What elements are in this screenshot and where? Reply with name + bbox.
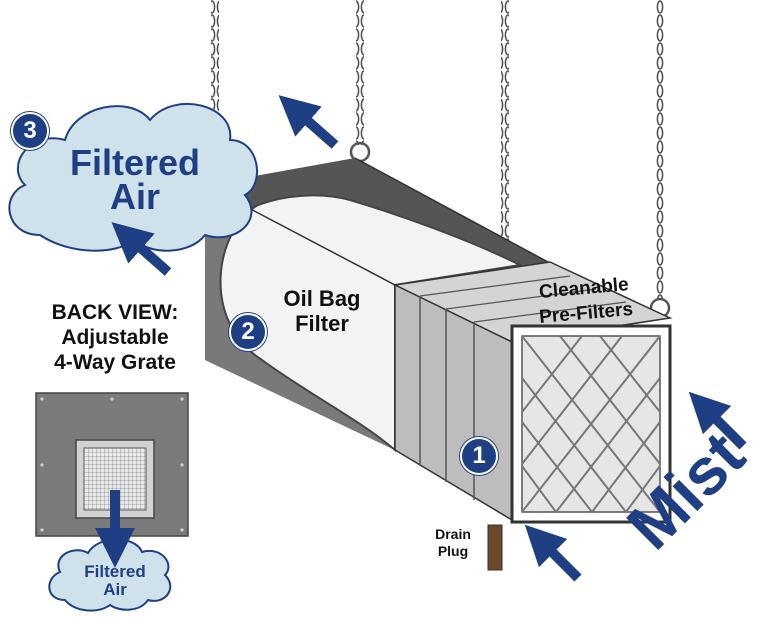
cloud-main-line2: Air: [109, 176, 160, 217]
prefilter-stack: [392, 261, 673, 522]
grate-icon: [35, 392, 189, 537]
oil-bag-label: Oil Bag Filter: [272, 286, 372, 336]
filter-grid-icon: [510, 324, 672, 524]
drain-line2: Plug: [437, 543, 469, 559]
cloud-icon: [48, 538, 172, 612]
oil-bag-line1: Oil Bag: [283, 286, 361, 311]
back-view-label: BACK VIEW: Adjustable 4-Way Grate: [30, 300, 200, 375]
cloud-small-line2: Air: [103, 580, 127, 599]
cloud-icon: [8, 103, 258, 252]
badge-three: 3: [11, 112, 49, 150]
back-view-line1: BACK VIEW:: [51, 301, 179, 324]
cloud-main-line1: Filtered: [69, 142, 201, 183]
back-view-line3: 4-Way Grate: [54, 351, 176, 374]
cloud-small-label: Filtered Air: [60, 563, 170, 599]
cloud-main-label: Filtered Air: [50, 142, 220, 217]
back-view-line2: Adjustable: [61, 326, 169, 349]
drain-plug: [487, 524, 503, 571]
drain-plug-label: Drain Plug: [424, 526, 482, 560]
cloud-small-line1: Filtered: [84, 562, 146, 581]
drain-line1: Drain: [435, 526, 471, 542]
badge-one: 1: [460, 437, 498, 475]
arrow-icon: [95, 95, 747, 582]
oil-bag-line2: Filter: [295, 311, 349, 336]
badge-two: 2: [229, 313, 267, 351]
